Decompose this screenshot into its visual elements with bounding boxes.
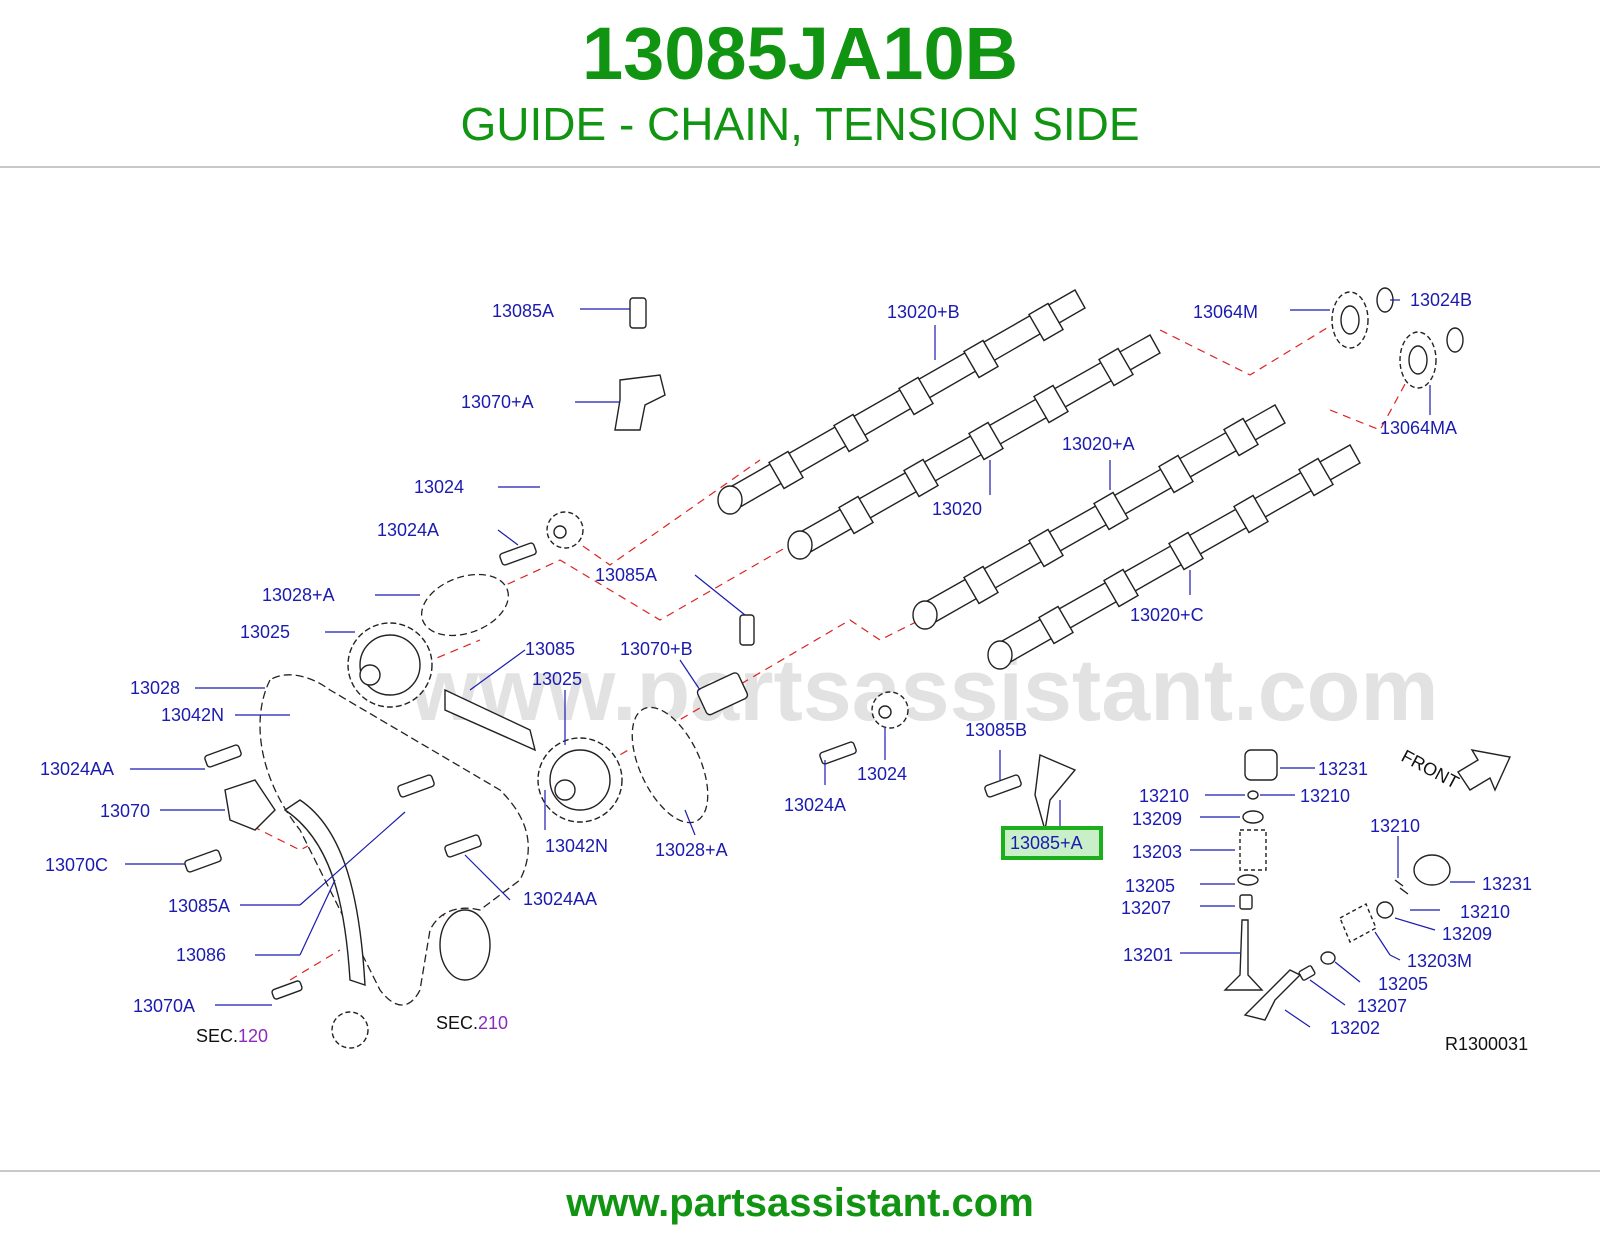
callout-13024B[interactable]: 13024B (1410, 290, 1472, 310)
chain-13028pA-lower (631, 706, 709, 824)
callout-13020pC[interactable]: 13020+C (1130, 605, 1204, 625)
front-label: FRONT (1398, 746, 1462, 793)
callout-13064MA[interactable]: 13064MA (1380, 418, 1457, 438)
callout-13207-b[interactable]: 13207 (1357, 996, 1407, 1016)
callout-13085[interactable]: 13085 (525, 639, 575, 659)
footer-url[interactable]: www.partsassistant.com (566, 1181, 1034, 1225)
callout-13024A-left[interactable]: 13024A (377, 520, 439, 540)
sprocket-13064M (1331, 291, 1369, 349)
leader-lines (125, 299, 1475, 1028)
sprocket-13024-top (546, 511, 584, 549)
camshaft-13020 (787, 334, 1161, 560)
part-number-title: 13085JA10B (581, 12, 1019, 95)
sprocket-13025-left (347, 622, 433, 708)
callout-13025-mid[interactable]: 13025 (532, 669, 582, 689)
camshaft-13020pA (912, 404, 1286, 630)
callout-13028[interactable]: 13028 (130, 678, 180, 698)
callout-13085B[interactable]: 13085B (965, 720, 1027, 740)
guide-13085pA-highlighted (1034, 753, 1077, 831)
sec-ref-120: SEC.120 (196, 1026, 268, 1046)
valve-train-lower (1243, 854, 1451, 1021)
callout-labels: 13085A 13070+A 13020+B 13064M 13024B 130… (40, 290, 1532, 1038)
sec-ref-210-number[interactable]: 210 (478, 1013, 508, 1033)
callout-13024-right[interactable]: 13024 (857, 764, 907, 784)
sec-ref-210: SEC.210 (436, 1013, 508, 1033)
front-arrow-icon (1457, 749, 1512, 792)
sec-ref-210-prefix: SEC. (436, 1013, 478, 1033)
callout-13028pA-right[interactable]: 13028+A (655, 840, 728, 860)
callout-13207-a[interactable]: 13207 (1121, 898, 1171, 918)
callout-13085pA-highlighted[interactable]: 13085+A (1010, 833, 1083, 853)
page-header: 13085JA10B GUIDE - CHAIN, TENSION SIDE (0, 0, 1600, 168)
callout-13020pA[interactable]: 13020+A (1062, 434, 1135, 454)
callout-13024AA-left[interactable]: 13024AA (40, 759, 114, 779)
callout-13070pB[interactable]: 13070+B (620, 639, 693, 659)
bolts (184, 297, 1022, 1000)
tensioner-13070pA (614, 374, 666, 431)
callout-13203[interactable]: 13203 (1132, 842, 1182, 862)
camshaft-13020pB (717, 289, 1086, 515)
sprocket-13024-right (871, 691, 909, 729)
guide-13085-upper (444, 688, 537, 752)
callout-13209-b[interactable]: 13209 (1442, 924, 1492, 944)
chain-13028pA-upper (420, 573, 510, 637)
tensioner-13070pB (696, 672, 749, 716)
section-references: SEC.120 SEC.210 (196, 1013, 508, 1046)
callout-13205-b[interactable]: 13205 (1378, 974, 1428, 994)
callout-13210-d[interactable]: 13210 (1460, 902, 1510, 922)
callout-13201[interactable]: 13201 (1123, 945, 1173, 965)
header-divider (0, 166, 1600, 168)
camshaft-13020pC (987, 444, 1361, 670)
callout-13210-c[interactable]: 13210 (1370, 816, 1420, 836)
callout-13024A-right[interactable]: 13024A (784, 795, 846, 815)
callout-13086[interactable]: 13086 (176, 945, 226, 965)
sec-ref-120-number[interactable]: 120 (238, 1026, 268, 1046)
callout-13024AA-mid[interactable]: 13024AA (523, 889, 597, 909)
callout-13042N-left[interactable]: 13042N (161, 705, 224, 725)
sprocket-sec120 (331, 1011, 369, 1049)
tensioner-13070 (224, 779, 276, 831)
sprocket-13064MA (1399, 331, 1437, 389)
chain-13028-primary (259, 674, 529, 1006)
callout-13085A-mid[interactable]: 13085A (595, 565, 657, 585)
callout-13025-left[interactable]: 13025 (240, 622, 290, 642)
callout-13024-top[interactable]: 13024 (414, 477, 464, 497)
callout-13209-a[interactable]: 13209 (1132, 809, 1182, 829)
watermark-text: www.partsassistant.com (409, 640, 1439, 739)
callout-13210-a[interactable]: 13210 (1139, 786, 1189, 806)
callout-13085A-top[interactable]: 13085A (492, 301, 554, 321)
callout-13231-a[interactable]: 13231 (1318, 759, 1368, 779)
callout-13070[interactable]: 13070 (100, 801, 150, 821)
sec-ref-120-prefix: SEC. (196, 1026, 238, 1046)
callout-13202[interactable]: 13202 (1330, 1018, 1380, 1038)
callout-13231-b[interactable]: 13231 (1482, 874, 1532, 894)
callout-13042N-mid[interactable]: 13042N (545, 836, 608, 856)
callout-13070C[interactable]: 13070C (45, 855, 108, 875)
reference-code: R1300031 (1445, 1034, 1528, 1054)
oil-pump-sec210 (439, 909, 491, 981)
part-description: GUIDE - CHAIN, TENSION SIDE (460, 98, 1140, 150)
valve-train-upper (1223, 749, 1278, 991)
callout-13020[interactable]: 13020 (932, 499, 982, 519)
highlighted-part-box[interactable] (1001, 826, 1103, 860)
callout-13205-a[interactable]: 13205 (1125, 876, 1175, 896)
washer-13024B (1376, 287, 1464, 353)
guide-13086 (283, 799, 366, 986)
callout-13070A[interactable]: 13070A (133, 996, 195, 1016)
sprocket-13025-mid (537, 737, 623, 823)
callout-13028pA-left[interactable]: 13028+A (262, 585, 335, 605)
callout-13085A-low[interactable]: 13085A (168, 896, 230, 916)
callout-13064M[interactable]: 13064M (1193, 302, 1258, 322)
callout-13210-b[interactable]: 13210 (1300, 786, 1350, 806)
callout-13020pB[interactable]: 13020+B (887, 302, 960, 322)
callout-13070pA[interactable]: 13070+A (461, 392, 534, 412)
footer-divider (0, 1170, 1600, 1172)
callout-13203M[interactable]: 13203M (1407, 951, 1472, 971)
